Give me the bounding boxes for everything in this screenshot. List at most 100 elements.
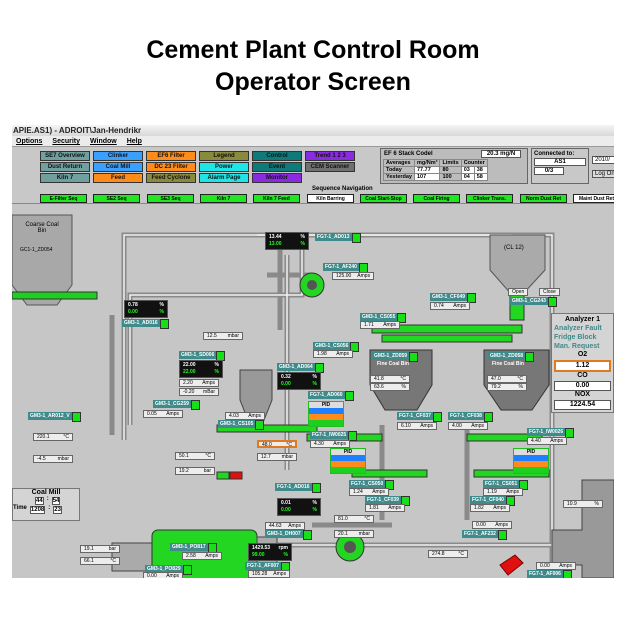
nav-button-cem-scanner[interactable]: CEM Scanner <box>305 162 355 172</box>
value: 23 <box>53 506 62 514</box>
nav-button-kiln-7[interactable]: Kiln 7 <box>40 173 90 183</box>
equipment-tag[interactable]: FG7-1_AF007 <box>245 562 290 572</box>
unit: mbar <box>227 333 239 339</box>
equipment-tag[interactable]: GM3-1_AR012_V <box>28 412 81 422</box>
equipment-tag[interactable]: FG7-1_IW0025 <box>310 431 358 441</box>
sequence-button[interactable]: Kiln Barring <box>307 194 354 203</box>
menu-help[interactable]: Help <box>126 138 142 145</box>
conveyor <box>12 291 98 300</box>
equipment-tag[interactable]: GM3-1_SD006 <box>179 351 226 361</box>
equipment-tag[interactable]: GM3-1_PO829 <box>145 565 192 575</box>
equipment-tag[interactable]: GM3-1_CG243 <box>510 297 557 307</box>
sequence-button[interactable]: E-Filter Seq <box>40 194 87 203</box>
sequence-button[interactable]: Kiln 7 <box>200 194 247 203</box>
sequence-button[interactable]: Clinker Trans. <box>466 194 513 203</box>
equipment-tag[interactable]: FG7-1_AD016 <box>275 483 320 493</box>
value: 4.40 <box>531 438 541 444</box>
cell: 100 <box>439 173 462 181</box>
co-value: 0.00 <box>554 381 611 391</box>
equipment-tag[interactable]: FG7-1_CF039 <box>365 496 410 506</box>
value: 19.1 <box>84 546 94 552</box>
equipment-tag[interactable]: FG7-1_CF037 <box>397 412 442 422</box>
nav-button-coal-mill[interactable]: Coal Mill <box>93 162 143 172</box>
headline-subtitle: Operator Screen <box>215 68 411 96</box>
nav-button-monitor[interactable]: Monitor <box>252 173 302 183</box>
nav-button-trend-1-2-3[interactable]: Trend 1 2 3 <box>305 151 355 161</box>
silo <box>489 234 546 296</box>
equipment-tag[interactable]: FG7-1_CF040 <box>470 496 515 506</box>
unit: °C <box>458 551 464 557</box>
equipment-tag[interactable]: GM3-1_CS056 <box>313 342 360 352</box>
nav-button-event[interactable]: Event <box>252 162 302 172</box>
equipment-tag[interactable]: GM3-1_AD016 <box>122 319 169 329</box>
sequence-button[interactable]: Maint Dust Ret <box>573 194 614 203</box>
unit: Amps <box>471 423 484 429</box>
equipment-tag[interactable]: FG7-1_AD060 <box>308 391 353 401</box>
nav-button-feed-cyclone[interactable]: Feed Cyclone <box>146 173 196 183</box>
menu-window[interactable]: Window <box>89 138 117 145</box>
value-readout: 10.9% <box>563 500 603 508</box>
equipment-tag[interactable]: FG7-1_AF232 <box>462 530 507 540</box>
equipment-tag[interactable]: FG7-1_AF240 <box>323 263 368 273</box>
connection-panel: Connected to: AS1 0/3 <box>531 148 589 184</box>
equipment-tag[interactable]: GM3-1_DH007 <box>265 530 312 540</box>
nav-button-ef6-filter[interactable]: EF6 Filter <box>146 151 196 161</box>
equipment-tag[interactable]: GM3-1_CS105 <box>218 420 265 430</box>
unit: bar <box>108 546 116 552</box>
value-readout: 48.0°C <box>257 440 297 448</box>
nav-button-feed[interactable]: Feed <box>93 173 143 183</box>
unit: % <box>159 302 164 308</box>
alarm-man-request: Man. Request <box>554 343 600 350</box>
sequence-button[interactable]: Kiln 7 Feed <box>253 194 300 203</box>
equipment-tag[interactable]: GM3-1_CS055 <box>360 313 407 323</box>
equipment-tag[interactable]: GM3-1_AD064 <box>277 363 324 373</box>
equipment-tag[interactable]: FG7-1_AF006 <box>527 570 572 578</box>
unit: % <box>214 362 219 368</box>
nav-button-alarm-page[interactable]: Alarm Page <box>199 173 249 183</box>
burner <box>499 554 524 576</box>
equipment-tag[interactable]: FG7-1_AD013 <box>315 233 360 243</box>
sequence-button[interactable]: Norm Dust Ret <box>520 194 567 203</box>
equipment-tag[interactable]: FG7-1_IW0026 <box>527 428 575 438</box>
equipment-tag[interactable]: FG7-1_CS051 <box>483 480 529 490</box>
nav-button-legend[interactable]: Legend <box>199 151 249 161</box>
nav-button-se7-overview[interactable]: SE7 Overview <box>40 151 90 161</box>
readout-row: 22.00% <box>181 369 221 376</box>
screw-conveyor <box>381 334 513 343</box>
sequence-button[interactable]: SE2 Seq <box>93 194 140 203</box>
open-button[interactable]: Open <box>508 288 529 296</box>
value: 4.03 <box>229 413 239 419</box>
nav-button-clinker[interactable]: Clinker <box>93 151 143 161</box>
sequence-button[interactable]: SE3 Seq <box>147 194 194 203</box>
pid-controller[interactable]: PID <box>330 448 366 474</box>
o2-value: 1.12 <box>554 360 611 372</box>
equipment-tag[interactable]: GM3-1_PO817 <box>170 543 217 553</box>
unit: mbar <box>57 456 69 462</box>
fine-bin-2-tag: GM3-1_ZD058 <box>488 352 535 362</box>
sequence-button[interactable]: Coal Start-Stop <box>360 194 407 203</box>
nav-button-dc-23-filter[interactable]: DC 23 Filter <box>146 162 196 172</box>
menu-options[interactable]: Options <box>16 138 43 145</box>
equipment-tag[interactable]: GM3-1_CF049 <box>430 293 477 303</box>
close-button[interactable]: Close <box>539 288 560 296</box>
equipment-tag[interactable]: FG7-1_CS050 <box>349 480 395 490</box>
nav-button-power[interactable]: Power <box>199 162 249 172</box>
nav-button-dust-return[interactable]: Dust Return <box>40 162 90 172</box>
equipment-tag[interactable]: GM3-1_CG259 <box>153 400 200 410</box>
log-on-button[interactable]: Log On <box>592 170 614 178</box>
equipment-tag[interactable]: FG7-1_CF038 <box>448 412 493 422</box>
sequence-button[interactable]: Coal Firing <box>413 194 460 203</box>
nav-button-control[interactable]: Control <box>252 151 302 161</box>
pid-controller[interactable]: PID <box>513 448 549 474</box>
menu-security[interactable]: Security <box>52 138 81 145</box>
pid-controller[interactable]: PID <box>308 401 344 427</box>
